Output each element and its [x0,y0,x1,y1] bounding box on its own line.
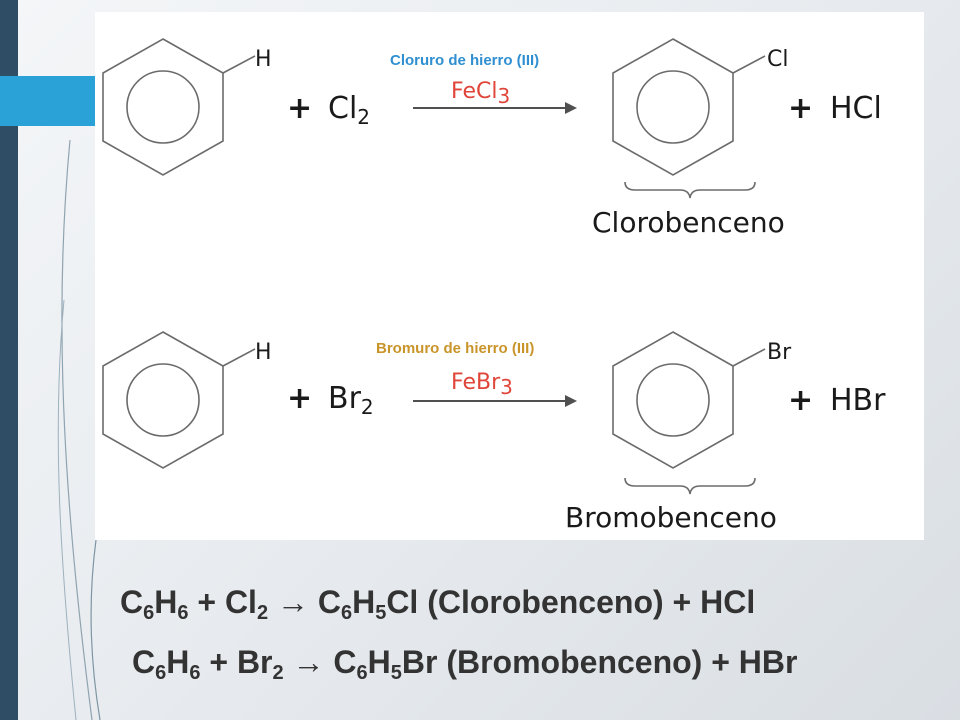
reaction-diagram: H + Cl2 Cloruro de hierro (III) FeCl3 Cl… [95,12,924,540]
product-2-substituent: Br [767,340,792,365]
left-accent-bar [0,0,18,720]
catalyst-2-formula: FeBr3 [451,370,513,399]
benzene-product-2 [612,331,766,469]
reaction-1-arrow [413,102,577,114]
byproduct-2: HBr [830,383,886,418]
accent-tab [0,76,95,126]
catalyst-1-name: Cloruro de hierro (III) [390,52,539,69]
reactant-1-substituent: H [255,47,272,72]
catalyst-1-formula: FeCl3 [451,79,510,108]
benzene-product-1 [612,38,766,176]
product-1-substituent: Cl [767,47,788,72]
plus-sign: + [788,91,813,126]
benzene-reactant-2 [102,331,256,469]
product-1-brace [624,181,756,199]
plus-sign: + [287,381,312,416]
product-2-name: Bromobenceno [565,501,777,534]
catalyst-2-name: Bromuro de hierro (III) [376,340,534,357]
plus-sign: + [788,383,813,418]
equation-bromination: C6H6 + Br2 → C6H5Br (Bromobenceno) + HBr [132,644,798,684]
benzene-reactant-1 [102,38,256,176]
product-1-name: Clorobenceno [592,206,785,239]
reactant-2-substituent: H [255,340,272,365]
equation-chlorination: C6H6 + Cl2 → C6H5Cl (Clorobenceno) + HCl [120,584,756,624]
reagent-1: Cl2 [328,91,370,129]
plus-sign: + [287,91,312,126]
reaction-2-arrow [413,395,577,407]
byproduct-1: HCl [830,91,882,126]
reagent-2: Br2 [328,381,374,419]
product-2-brace [624,477,756,495]
